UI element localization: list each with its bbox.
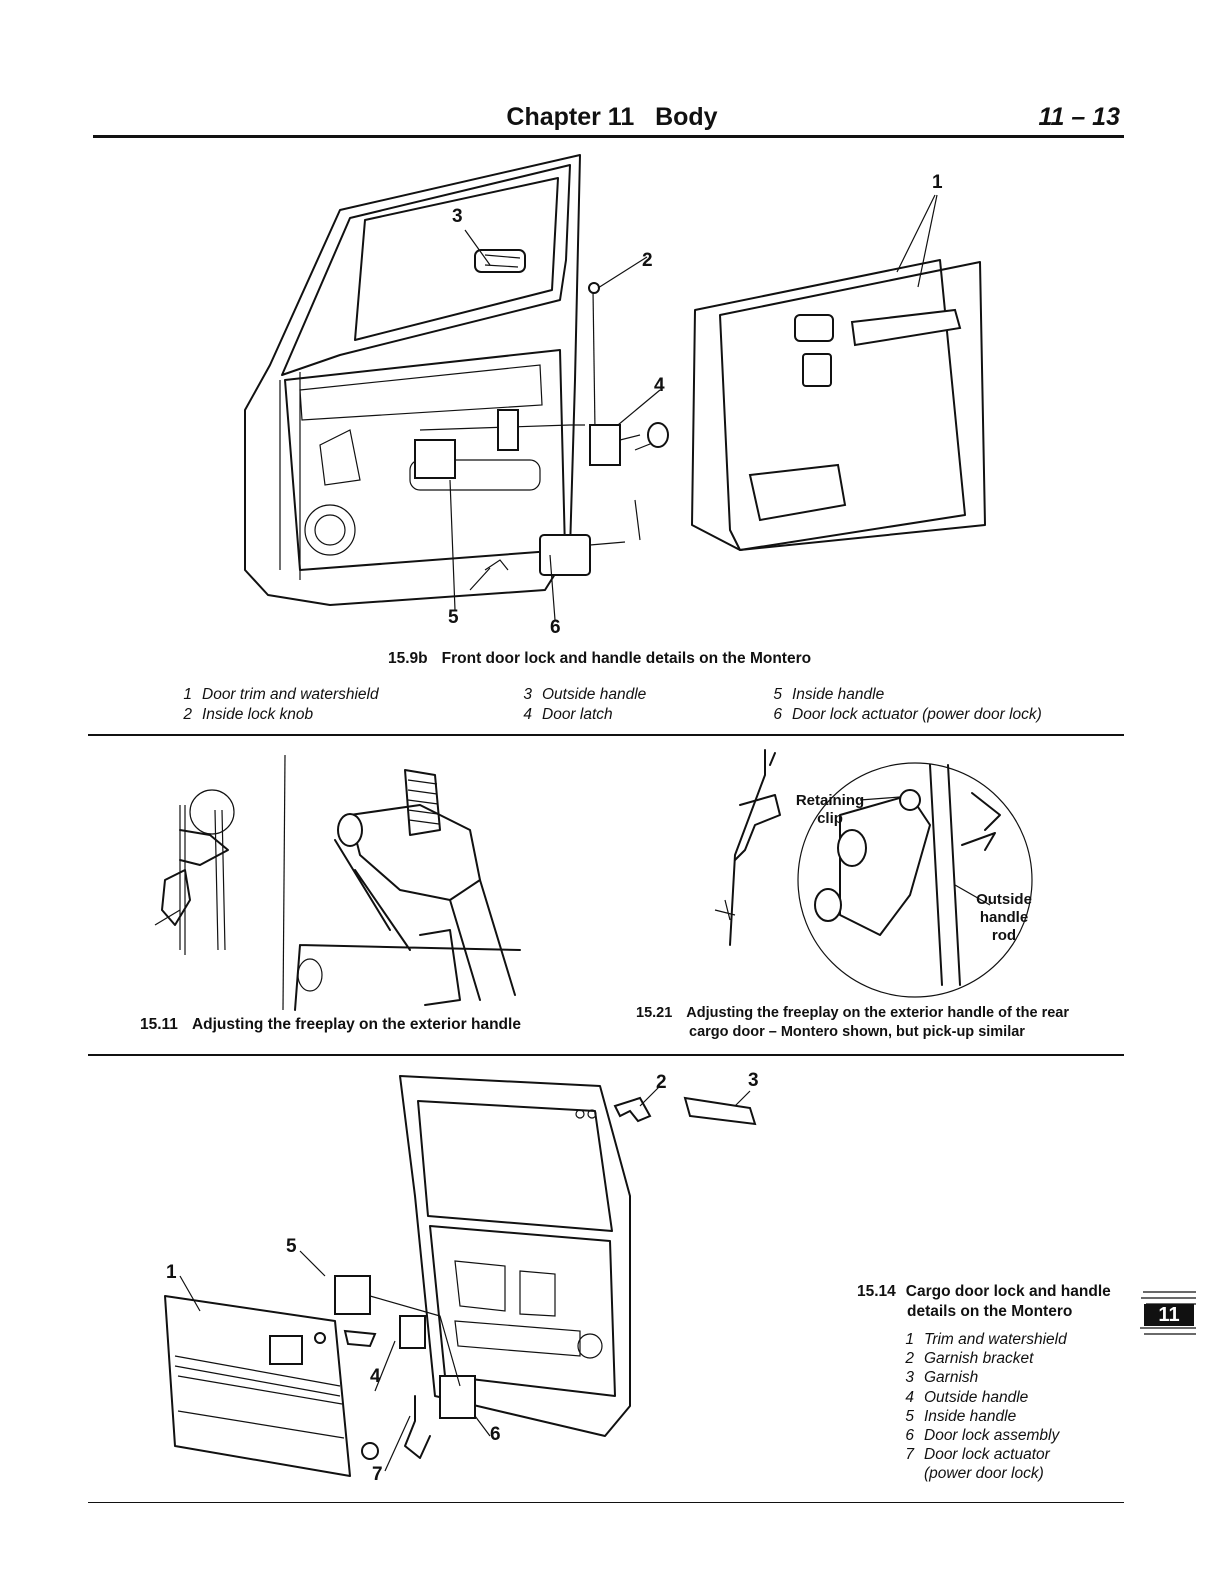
figure-number: 15.21 (636, 1005, 673, 1021)
callout-4: 4 (654, 375, 665, 396)
legend-item: (power door lock) (924, 1465, 1044, 1483)
chapter-tab-number: 11 (1144, 1304, 1194, 1326)
section-rule-1 (88, 734, 1124, 736)
chapter-title: Chapter 11 Body (506, 103, 718, 131)
figure-number: 15.9b (388, 650, 428, 667)
label-retaining-clip: Retaining clip (795, 792, 865, 827)
callout-5: 5 (448, 607, 459, 628)
figure-caption-15-11: 15.11 Adjusting the freeplay on the exter… (140, 1016, 521, 1034)
figure-15-14-illustration (164, 1075, 757, 1477)
label-outside-handle-rod: Outside handle rod (976, 891, 1032, 944)
callout-6: 6 (490, 1424, 501, 1445)
figure-number: 15.14 (857, 1283, 896, 1300)
page-number: 11 – 13 (1038, 103, 1120, 131)
callout-6: 6 (550, 617, 561, 638)
header-rule (93, 135, 1124, 138)
callout-4: 4 (370, 1366, 381, 1387)
figure-15-21-illustration (714, 749, 1033, 998)
figure-number: 15.11 (140, 1016, 178, 1033)
callout-1: 1 (932, 172, 943, 193)
footer-rule (88, 1502, 1124, 1503)
callout-3: 3 (748, 1070, 759, 1091)
section-rule-2 (88, 1054, 1124, 1056)
callout-7: 7 (372, 1464, 383, 1485)
callout-3: 3 (452, 206, 463, 227)
figure-caption-text: Front door lock and handle details on th… (441, 650, 812, 667)
callout-1: 1 (166, 1262, 177, 1283)
chapter-tab: 11 (1138, 1288, 1198, 1338)
figure-15-11-illustration (154, 754, 521, 1011)
callout-5: 5 (286, 1236, 297, 1257)
callout-2: 2 (642, 250, 653, 271)
figure-15-9b-illustration (244, 154, 986, 621)
figure-caption-text: Adjusting the freeplay on the exterior h… (191, 1016, 521, 1033)
figure-caption-15-9b: 15.9b Front door lock and handle details … (388, 650, 811, 668)
callout-2: 2 (656, 1072, 667, 1093)
